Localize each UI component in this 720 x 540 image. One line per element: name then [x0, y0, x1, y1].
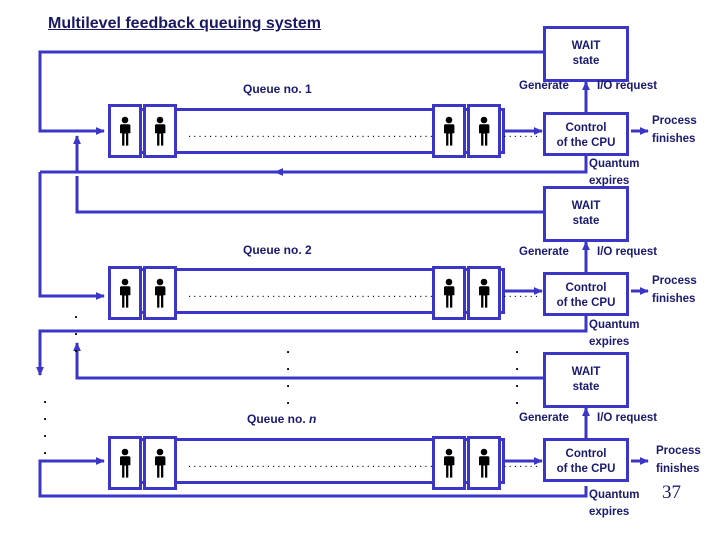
queue-1-slot-2[interactable]: [143, 104, 177, 158]
wait2-to-queue1-path: [75, 176, 543, 214]
person-icon: [155, 116, 166, 146]
person-icon: [479, 448, 490, 478]
queue-2-slot-2[interactable]: [143, 266, 177, 320]
queue-label-1: Queue no. 1: [243, 82, 312, 96]
quantum-expires-1-line2: expires: [589, 175, 630, 187]
queue-2-slot-1[interactable]: [108, 266, 142, 320]
wait-state-line1: WAIT: [571, 366, 601, 378]
queue-n-slot-2[interactable]: [143, 436, 177, 490]
queue-n-slot-3[interactable]: [432, 436, 466, 490]
cpu-line1: Control: [565, 448, 607, 460]
quantum-expires-1-line1: Quantum: [589, 158, 640, 170]
wait-state-line2: state: [572, 55, 600, 67]
person-icon: [155, 448, 166, 478]
queue-n-slot-4[interactable]: [467, 436, 501, 490]
person-icon: [444, 116, 455, 146]
queue-1-slot-1[interactable]: [108, 104, 142, 158]
ellipsis-right: . . . .: [515, 341, 519, 407]
wait-state-line1: WAIT: [571, 40, 601, 52]
ellipsis-left-outer: . . . .: [43, 391, 47, 457]
quantum-expires-2-line1: Quantum: [589, 319, 640, 331]
person-icon: [155, 278, 166, 308]
queue-1-inner-dots: ........................................…: [188, 128, 541, 140]
ellipsis-center: . . . .: [286, 341, 290, 407]
person-icon: [444, 278, 455, 308]
queue-n-inner-dots: ........................................…: [188, 458, 541, 470]
cpu3-quantum-expires-path: [38, 457, 588, 498]
generate-label-1: Generate: [519, 80, 569, 92]
page-number: 37: [662, 482, 681, 503]
wait1-to-queue1-path: [38, 50, 543, 135]
ellipsis-left-inner: . . .: [74, 306, 78, 355]
process-finishes-1-line1: Process: [652, 115, 697, 127]
process-finishes-1-line2: finishes: [652, 133, 696, 145]
queue-2-slot-3[interactable]: [432, 266, 466, 320]
queue-label-2: Queue no. 2: [243, 243, 312, 257]
cpu-line1: Control: [565, 282, 607, 294]
person-icon: [120, 278, 131, 308]
io-request-label-1: I/O request: [597, 80, 658, 92]
io-request-label-2: I/O request: [597, 246, 658, 258]
process-finishes-2-line2: finishes: [652, 293, 696, 305]
process-finishes-2-line1: Process: [652, 275, 697, 287]
wait3-to-upper-path: [73, 342, 543, 380]
queue-1-slot-3[interactable]: [432, 104, 466, 158]
process-finishes-3-line1: Process: [656, 445, 701, 457]
person-icon: [479, 278, 490, 308]
wait-state-box-3[interactable]: WAIT state: [543, 352, 629, 408]
queue-label-n: Queue no. n: [247, 412, 317, 426]
wait-state-line1: WAIT: [571, 200, 601, 212]
person-icon: [479, 116, 490, 146]
cpu-control-box-3[interactable]: Control of the CPU: [543, 438, 629, 482]
quantum-expires-3-line2: expires: [589, 506, 630, 518]
wait-state-line2: state: [572, 381, 600, 393]
quantum-expires-2-line2: expires: [589, 336, 630, 348]
cpu-control-box-2[interactable]: Control of the CPU: [543, 272, 629, 316]
page-title: Multilevel feedback queuing system: [48, 15, 321, 32]
generate-label-2: Generate: [519, 246, 569, 258]
person-icon: [120, 448, 131, 478]
quantum-expires-3-line1: Quantum: [589, 489, 640, 501]
queue-2-slot-4[interactable]: [467, 266, 501, 320]
queue-1-slot-4[interactable]: [467, 104, 501, 158]
queue-2-inner-dots: ........................................…: [188, 288, 541, 300]
generate-label-3: Generate: [519, 412, 569, 424]
cpu-line2: of the CPU: [556, 137, 616, 149]
cpu1-quantum-expires-path: [40, 156, 588, 174]
process-finishes-3-line2: finishes: [656, 463, 700, 475]
cpu-line2: of the CPU: [556, 297, 616, 309]
queue-n-slot-1[interactable]: [108, 436, 142, 490]
wait-state-box-1[interactable]: WAIT state: [543, 26, 629, 82]
quantum1-to-queue2-path: [38, 172, 105, 300]
cpu-line2: of the CPU: [556, 463, 616, 475]
cpu-control-box-1[interactable]: Control of the CPU: [543, 112, 629, 156]
wait-state-box-2[interactable]: WAIT state: [543, 186, 629, 242]
person-icon: [444, 448, 455, 478]
cpu2-quantum-expires-path: [36, 316, 588, 376]
cpu-line1: Control: [565, 122, 607, 134]
wait-state-line2: state: [572, 215, 600, 227]
io-request-label-3: I/O request: [597, 412, 658, 424]
person-icon: [120, 116, 131, 146]
